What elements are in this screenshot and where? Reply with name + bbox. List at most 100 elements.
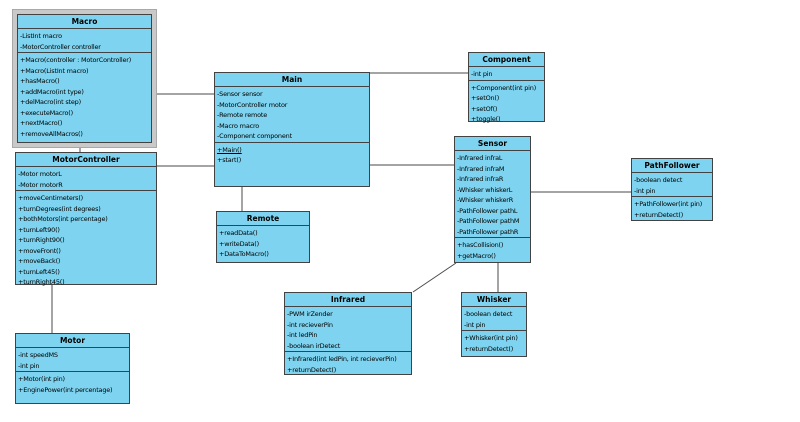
class-title: Whisker: [462, 293, 526, 307]
methods-compartment: +moveCentimeters() +turnDegrees(int degre…: [16, 191, 156, 288]
method-line: +turnLeft90(): [18, 225, 60, 234]
attributes-compartment: -boolean detect -int pin: [632, 173, 712, 197]
attribute-line: -Sensor sensor: [217, 90, 263, 98]
method-line: +EnginePower(int percentage): [18, 385, 113, 394]
method-line: +turnRight90(): [18, 236, 65, 244]
class-title: Sensor: [455, 137, 530, 151]
attributes-compartment: -int pin: [469, 67, 544, 81]
attribute-line: -PWM irZender: [287, 310, 333, 318]
attribute-line: -Macro macro: [217, 121, 260, 130]
class-title: Motor: [16, 334, 129, 348]
attributes-compartment: -ListInt macro -MotorController controlle…: [18, 29, 151, 53]
method-line: +PathFollower(int pin): [634, 200, 703, 208]
method-line: +Infrared(int ledPin, int recieverPin): [287, 355, 397, 363]
attribute-line: -ListInt macro: [20, 32, 62, 40]
class-title: Remote: [217, 212, 309, 226]
attributes-compartment: -PWM irZender-int recieverPin-int ledPin…: [285, 307, 411, 352]
class-infrared[interactable]: Infrared-PWM irZender-int recieverPin-in…: [284, 292, 412, 375]
attribute-line: -boolean detect: [634, 176, 683, 184]
attribute-line: -PathFollower pathM: [457, 217, 520, 225]
attribute-line: -Whisker whiskerL: [457, 185, 513, 194]
class-macro[interactable]: Macro -ListInt macro -MotorController cont…: [17, 14, 152, 143]
class-motorcontroller[interactable]: MotorController-Motor motorL-Motor motor…: [15, 152, 157, 288]
attribute-line: -Infrared infraM: [457, 164, 505, 173]
attribute-line: -boolean irDetect: [287, 341, 341, 350]
attributes-compartment: -Infrared infraL -Infrared infraM -Infrare…: [455, 151, 530, 238]
method-line: +setOf(): [471, 104, 498, 113]
attribute-line: -Infrared infraR: [457, 175, 504, 183]
attribute-line: -int pin: [18, 361, 40, 370]
method-line: +returnDetect(): [634, 210, 684, 219]
attribute-line: -Motor motorL: [18, 170, 62, 178]
method-line: +Macro(ListInt macro): [20, 66, 89, 75]
class-sensor[interactable]: Sensor-Infrared infraL-Infrared infraM-I…: [454, 136, 531, 263]
method-line: +hasMacro(): [20, 77, 60, 85]
method-line: +getMacro(): [457, 251, 496, 260]
methods-compartment: +Macro(controller : MotorController) +Mac…: [18, 53, 151, 142]
method-line: +toggle(): [471, 115, 501, 123]
attribute-line: -int pin: [471, 70, 493, 78]
attributes-compartment: -Motor motorL -Motor motorR: [16, 167, 156, 191]
class-title: Macro: [18, 15, 151, 29]
attribute-line: -Whisker whiskerR: [457, 196, 514, 204]
attribute-line: -Remote remote: [217, 111, 268, 119]
attributes-compartment: -int speedMS -int pin: [16, 348, 129, 372]
method-line: +delMacro(int step): [20, 98, 81, 106]
class-title: Infrared: [285, 293, 411, 307]
class-title: PathFollower: [632, 159, 712, 173]
method-line: +setOn(): [471, 94, 500, 102]
method-line: +moveCentimeters(): [18, 194, 84, 202]
attribute-line: -Infrared infraL: [457, 154, 503, 162]
class-pathfollower[interactable]: PathFollower -boolean detect -int pin +Path…: [631, 158, 713, 221]
methods-compartment: +readData() +writeData() +DataToMacro(): [217, 226, 309, 262]
attribute-line: -int pin: [634, 186, 656, 195]
attribute-line: -PathFollower pathR: [457, 227, 519, 236]
method-line: +addMacro(int type): [20, 87, 84, 96]
class-title: MotorController: [16, 153, 156, 167]
attribute-line: -PathFollower pathL: [457, 206, 518, 215]
method-line: +Whisker(int pin): [464, 334, 518, 342]
class-title: Component: [469, 53, 544, 67]
attribute-line: -MotorController controller: [20, 42, 101, 51]
methods-compartment: +Infrared(int ledPin, int recieverPin)+r…: [285, 352, 411, 375]
method-line: +Macro(controller : MotorController): [20, 56, 132, 64]
methods-compartment: +Motor(int pin) +EnginePower(int percenta…: [16, 372, 129, 403]
methods-compartment: +hasCollision() +getMacro(): [455, 238, 530, 262]
attribute-line: -MotorController motor: [217, 100, 288, 109]
class-main[interactable]: Main-Sensor sensor-MotorController motor…: [214, 72, 370, 187]
class-component[interactable]: Component -int pin +Component(int pin) +set…: [468, 52, 545, 125]
method-line: +DataToMacro(): [219, 250, 269, 258]
methods-compartment: +Main() +start(): [215, 143, 369, 187]
method-line: +Motor(int pin): [18, 375, 65, 383]
method-line: +start(): [217, 156, 242, 164]
method-line: +turnDegrees(int degrees): [18, 204, 101, 213]
attribute-line: -Motor motorR: [18, 180, 63, 189]
connector-sensor-infrared[interactable]: [412, 262, 457, 293]
method-line: +hasCollision(): [457, 241, 504, 249]
method-line: +writeData(): [219, 239, 259, 248]
class-motor[interactable]: Motor -int speedMS -int pin +Motor(int pin)…: [15, 333, 130, 404]
attributes-compartment: -Sensor sensor -MotorController motor -Rem…: [215, 87, 369, 143]
method-line: +removeAllMacros(): [20, 129, 83, 138]
class-whisker[interactable]: Whisker -boolean detect -int pin +Whisker(i…: [461, 292, 527, 357]
attribute-line: -Component component: [217, 132, 292, 140]
method-line: +returnDetect(): [464, 344, 514, 353]
attribute-line: -boolean detect: [464, 310, 513, 318]
method-line: +Main(): [217, 145, 242, 154]
method-line: +moveFront(): [18, 246, 61, 255]
class-remote[interactable]: Remote +readData() +writeData() +DataToMacr…: [216, 211, 310, 263]
method-line: +turnRight45(): [18, 278, 65, 286]
attribute-line: -int recieverPin: [287, 320, 333, 329]
method-line: +executeMacro(): [20, 108, 73, 117]
method-line: +readData(): [219, 229, 258, 237]
method-line: +moveBack(): [18, 257, 61, 265]
attribute-line: -int pin: [464, 320, 486, 329]
attributes-compartment: -boolean detect -int pin: [462, 307, 526, 331]
attribute-line: -int speedMS: [18, 351, 58, 359]
methods-compartment: +Component(int pin) +setOn() +setOf() +togg…: [469, 81, 544, 125]
methods-compartment: +PathFollower(int pin) +returnDetect(): [632, 197, 712, 220]
method-line: +Component(int pin): [471, 83, 537, 92]
method-line: +nextMacro(): [20, 119, 63, 127]
